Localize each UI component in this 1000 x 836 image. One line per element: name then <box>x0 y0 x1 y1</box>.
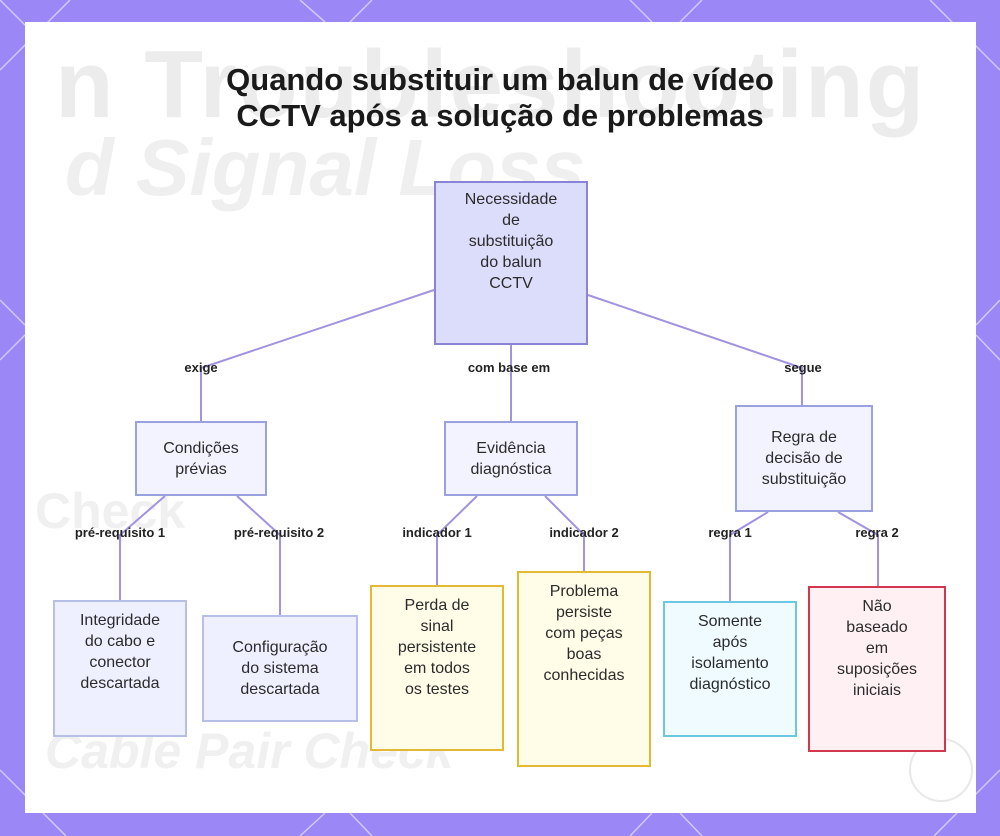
edge-indicator2 <box>544 495 585 571</box>
background-watermark-text: n Troubleshooting <box>55 31 927 138</box>
edge-label-rule2: regra 2 <box>855 525 899 540</box>
edge-indicator1 <box>436 495 478 585</box>
edge-label-prereq2: pré-requisito 2 <box>233 525 325 540</box>
edge-rule1 <box>729 511 769 601</box>
node-root-balun-replacement: Necessidade de substituição do balun CCT… <box>434 181 588 345</box>
title-line-2: CCTV após a solução de problemas <box>236 98 764 133</box>
node-known-good-parts: Problema persiste com peças boas conheci… <box>517 571 651 767</box>
edge-prereq2 <box>236 495 281 615</box>
node-diagnostic-evidence: Evidência diagnóstica <box>444 421 578 496</box>
node-system-configuration: Configuração do sistema descartada <box>202 615 358 722</box>
edge-label-indicator2: indicador 2 <box>549 525 619 540</box>
title-line-1: Quando substituir um balun de vídeo <box>226 62 774 97</box>
edge-label-prereq1: pré-requisito 1 <box>74 525 166 540</box>
node-after-diagnostic-isolation: Somente após isolamento diagnóstico <box>663 601 797 737</box>
edge-label-requires: exige <box>184 360 218 375</box>
edge-label-indicator1: indicador 1 <box>402 525 472 540</box>
edge-rule2 <box>837 511 879 586</box>
edge-follows <box>587 294 803 405</box>
edge-prereq1 <box>119 495 166 600</box>
node-persistent-signal-loss: Perda de sinal persistente em todos os t… <box>370 585 504 751</box>
node-cable-integrity: Integridade do cabo e conector descartad… <box>53 600 187 737</box>
node-replacement-decision-rule: Regra de decisão de substituição <box>735 405 873 512</box>
edge-label-follows: segue <box>784 360 822 375</box>
edge-label-rule1: regra 1 <box>708 525 752 540</box>
edge-requires <box>200 289 435 421</box>
node-not-initial-assumptions: Não baseado em suposições iniciais <box>808 586 946 752</box>
node-prior-conditions: Condições prévias <box>135 421 267 496</box>
edge-label-based-on: com base em <box>467 360 551 375</box>
page-title: Quando substituir um balun de vídeo CCTV… <box>100 62 900 134</box>
